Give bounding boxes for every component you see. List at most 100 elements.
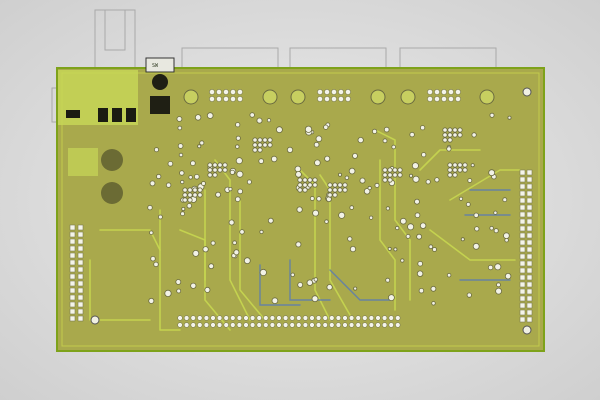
header-pin — [519, 211, 526, 218]
connector-pad — [455, 89, 461, 95]
connector-pad — [331, 89, 337, 95]
via — [304, 125, 313, 133]
via — [352, 152, 358, 159]
via — [202, 246, 209, 253]
via — [452, 167, 458, 173]
header-pin — [210, 315, 216, 321]
via — [487, 264, 494, 271]
header-pin — [269, 315, 276, 321]
via — [271, 297, 279, 305]
header-pin — [69, 301, 76, 308]
header-pin — [526, 253, 533, 260]
via — [337, 182, 343, 188]
header-pin — [322, 322, 328, 328]
via — [446, 146, 452, 152]
connector-pad — [223, 96, 229, 102]
via — [267, 217, 274, 224]
header-pin — [223, 322, 229, 328]
via — [349, 205, 355, 210]
via — [431, 301, 436, 306]
connector-pad — [216, 96, 222, 102]
via — [392, 167, 398, 173]
header-pin — [69, 259, 76, 266]
via — [235, 157, 243, 165]
header-pin — [282, 322, 289, 328]
via — [442, 137, 448, 143]
via — [187, 197, 193, 203]
via — [306, 279, 313, 286]
via — [192, 192, 198, 198]
via — [311, 295, 319, 303]
small-header-label: SW — [152, 63, 159, 69]
via — [411, 162, 419, 170]
small-header-body — [145, 57, 175, 73]
header-pin — [263, 315, 269, 321]
via — [457, 167, 463, 173]
via — [153, 261, 159, 268]
header-pin — [249, 322, 256, 328]
via — [232, 240, 237, 246]
via — [425, 179, 431, 185]
via — [447, 167, 453, 173]
via — [295, 241, 302, 248]
via — [387, 172, 393, 178]
scattered-vias — [147, 112, 512, 306]
via — [153, 147, 159, 153]
via — [150, 256, 156, 262]
via — [197, 144, 202, 149]
via — [179, 170, 185, 176]
via — [353, 286, 358, 291]
header-pin — [77, 287, 84, 294]
mount-hole-2 — [262, 89, 278, 105]
via — [239, 229, 245, 235]
header-pin — [69, 266, 76, 273]
header-pin — [519, 176, 526, 183]
header-pin — [519, 309, 526, 316]
connector-pad — [338, 96, 344, 102]
header-pin — [526, 190, 533, 197]
connector-pad — [237, 89, 243, 95]
via — [257, 137, 263, 143]
header-pin — [362, 315, 368, 321]
via — [235, 122, 241, 128]
header-pin — [269, 322, 276, 328]
connector-pad — [230, 89, 236, 95]
trace-13 — [429, 229, 516, 261]
left-pin-header — [69, 224, 84, 322]
header-pin — [526, 316, 533, 323]
via — [327, 187, 333, 193]
header-pin — [77, 224, 84, 231]
via — [442, 127, 448, 133]
via — [488, 169, 496, 177]
header-pin — [335, 315, 342, 321]
small-header: SW — [145, 57, 175, 114]
via — [309, 196, 315, 201]
header-pin — [302, 315, 309, 321]
via — [194, 174, 200, 180]
via — [416, 270, 424, 277]
via — [252, 147, 258, 153]
header-pin — [526, 239, 533, 246]
via — [180, 179, 185, 185]
bottom-pin-header — [177, 315, 401, 328]
via — [337, 187, 343, 193]
via — [187, 192, 193, 198]
header-pin — [243, 315, 249, 321]
via — [383, 126, 390, 133]
via — [164, 289, 172, 297]
header-pin — [375, 315, 381, 321]
header-pin — [69, 224, 76, 231]
via — [367, 185, 372, 191]
via — [393, 247, 398, 252]
via — [465, 201, 471, 207]
header-pin — [256, 322, 262, 328]
via — [229, 169, 235, 175]
header-pin — [362, 322, 368, 328]
header-pin — [519, 239, 526, 246]
toggle-lever-outline — [104, 9, 126, 51]
via — [434, 177, 440, 183]
via — [258, 158, 265, 164]
via — [165, 182, 172, 188]
header-pin — [69, 245, 76, 252]
header-pin — [388, 322, 394, 328]
